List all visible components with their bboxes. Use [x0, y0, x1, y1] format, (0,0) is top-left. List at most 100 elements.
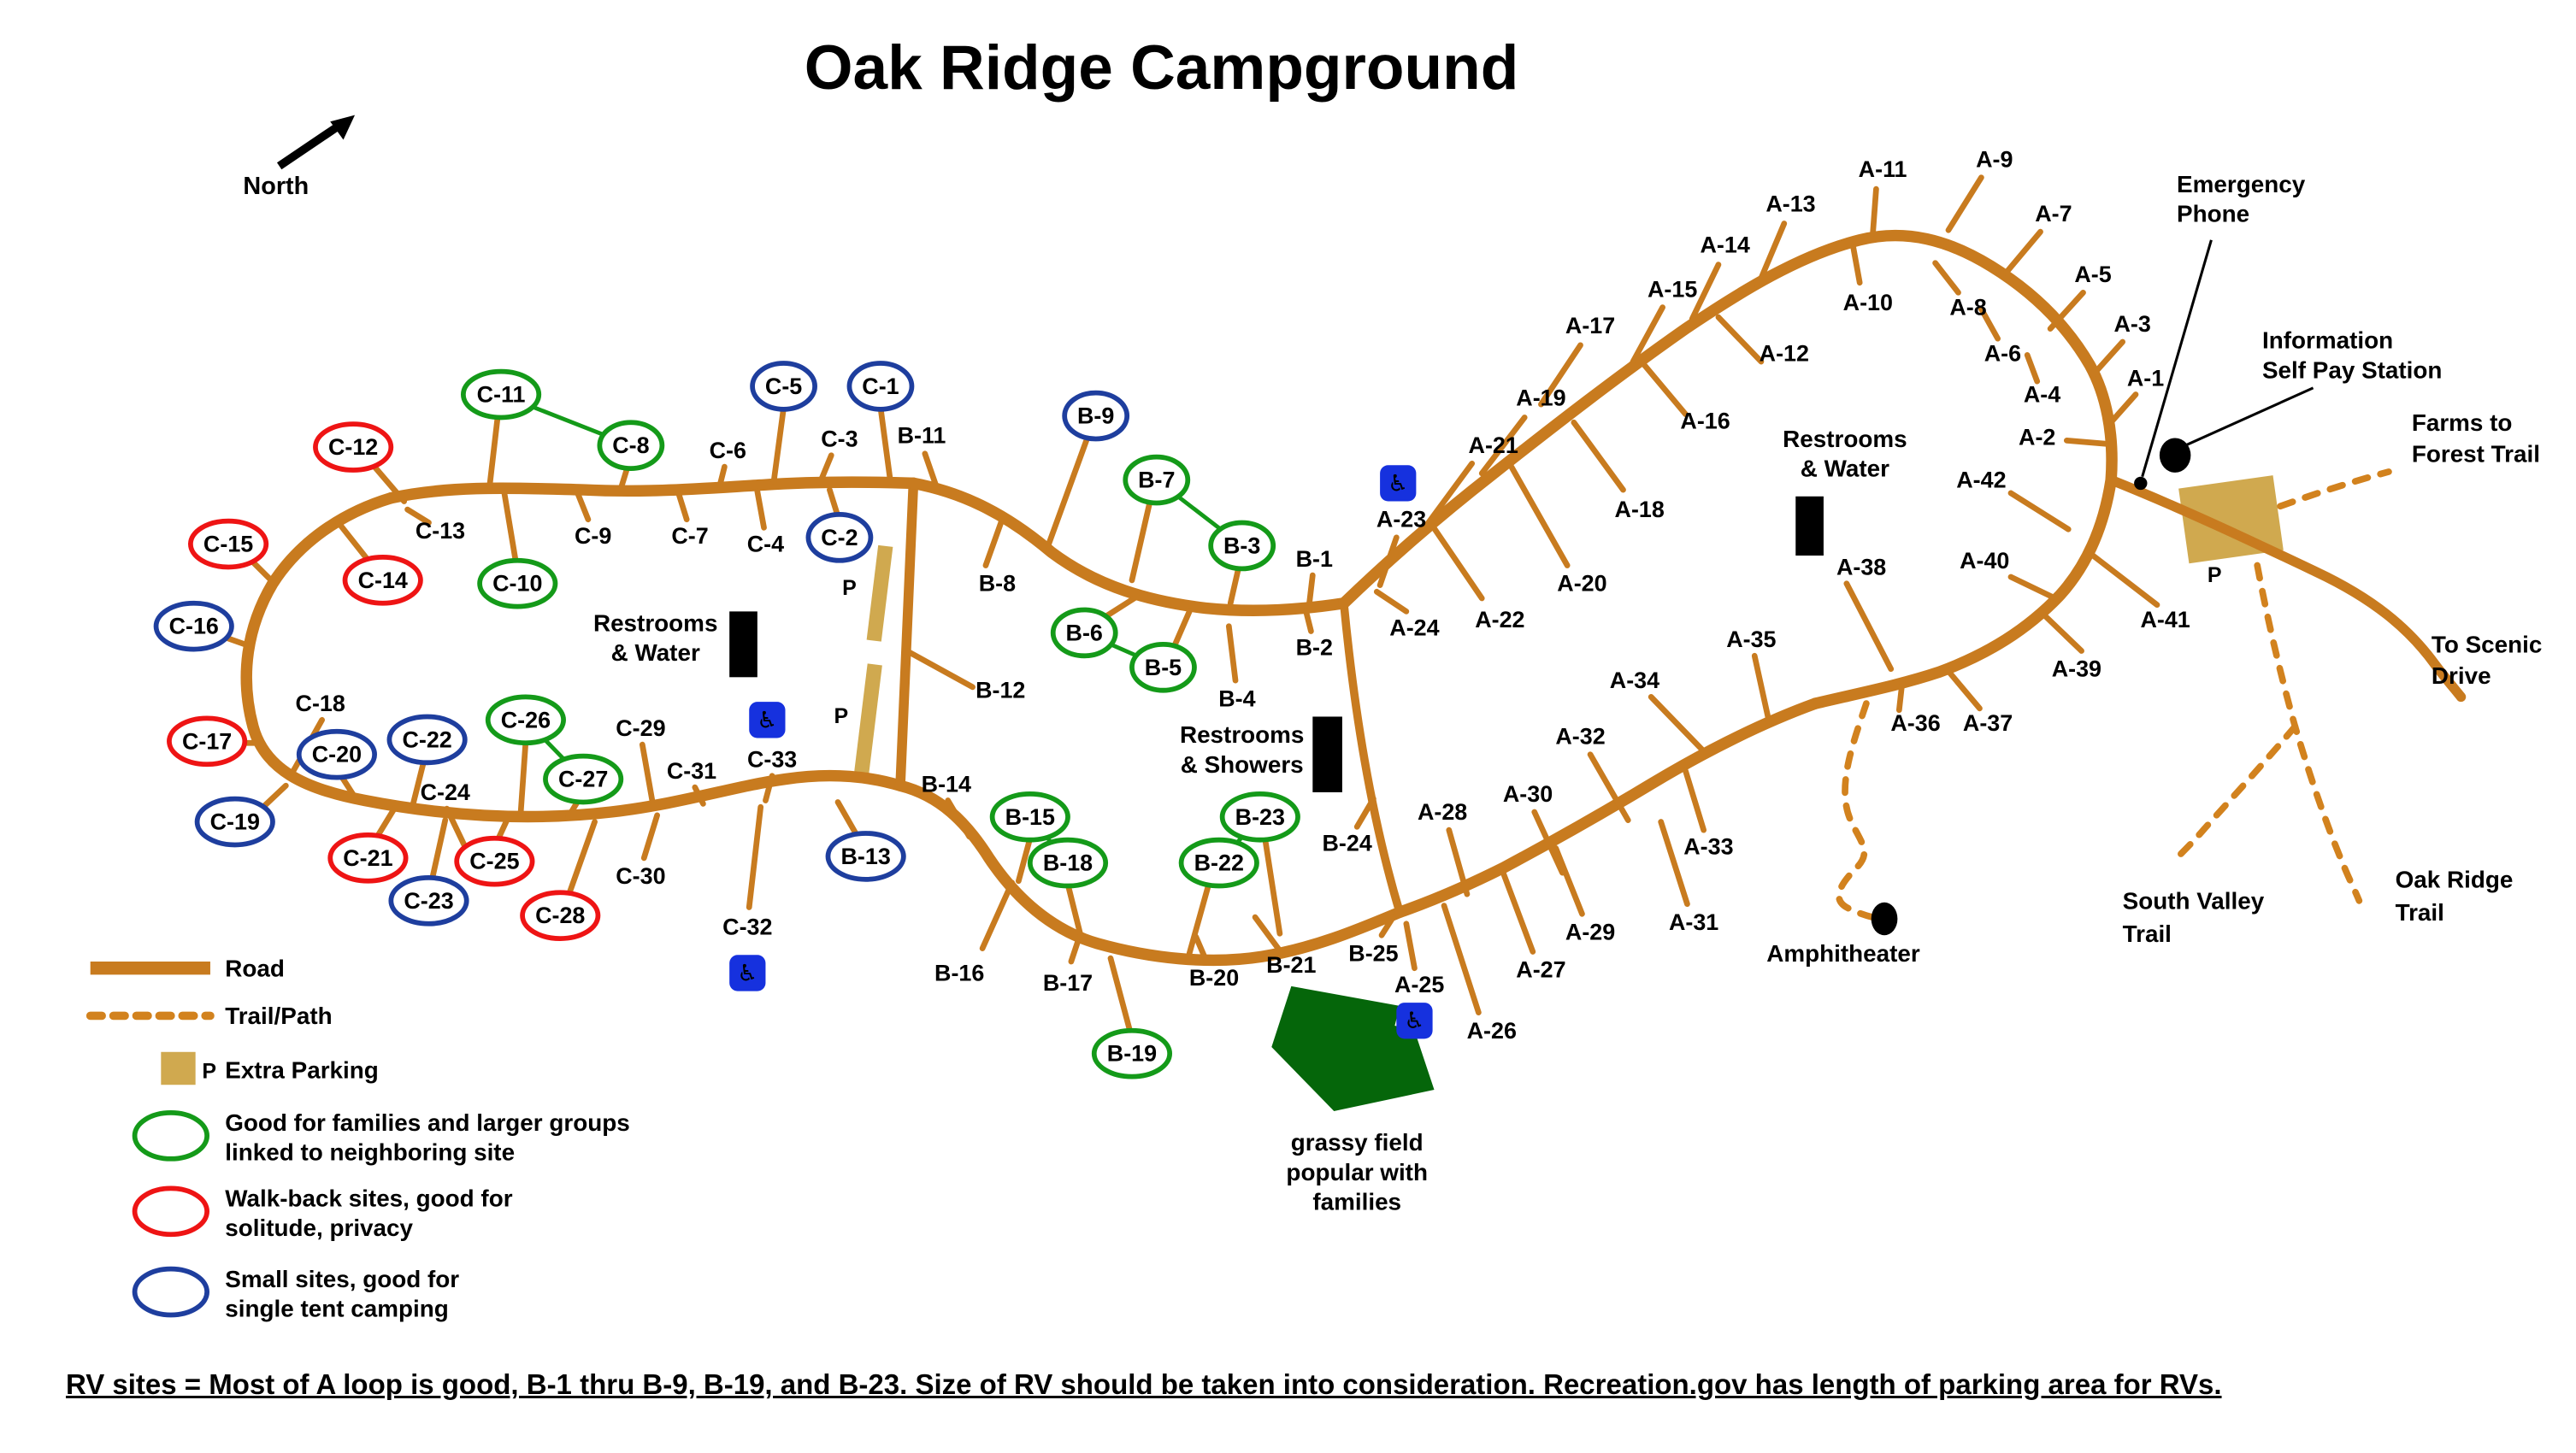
site-spur-C-3	[816, 452, 834, 486]
south-valley-trail	[2175, 723, 2299, 860]
north-indicator: North	[243, 115, 356, 200]
site-label-A-23: A-23	[1376, 507, 1426, 532]
c-loop-top	[385, 476, 920, 504]
site-ring-C-27	[543, 753, 624, 805]
site-ring-B-5	[1129, 641, 1197, 693]
site-spur-A-16	[1640, 360, 1689, 417]
site-spur-B-1	[1306, 572, 1316, 607]
site-label-B-8: B-8	[979, 571, 1016, 597]
site-label-A-37: A-37	[1963, 710, 2013, 736]
site-spur-A-41	[2090, 552, 2160, 609]
site-label-C-1: C-1	[862, 374, 899, 399]
legend-parking-label: Extra Parking	[225, 1057, 379, 1084]
legend: Road Trail/Path P Extra Parking Good for…	[85, 955, 630, 1321]
site-spur-B-20	[1193, 933, 1209, 963]
entrance-parking-p-label: P	[2208, 563, 2222, 587]
site-spur-A-6	[1978, 306, 2001, 342]
site-ring-C-5	[750, 361, 817, 412]
site-spur-C-7	[675, 490, 690, 523]
site-label-B-12: B-12	[976, 678, 1025, 703]
b-loop-top	[907, 477, 1350, 617]
site-label-C-7: C-7	[671, 523, 708, 549]
legend-red-line1: Walk-back sites, good for	[225, 1185, 512, 1212]
site-label-A-1: A-1	[2127, 365, 2164, 391]
site-spur-C-11	[486, 413, 501, 490]
site-ring-B-23	[1219, 791, 1300, 843]
site-label-C-19: C-19	[210, 809, 260, 835]
a-loop-left-arc	[1338, 229, 2118, 609]
amphitheater-path	[1836, 700, 1883, 922]
site-spur-C-13	[404, 506, 432, 526]
site-label-C-6: C-6	[710, 438, 746, 463]
a-loop-right-side	[1809, 474, 2117, 709]
site-spur-B-7	[1129, 498, 1153, 584]
legend-green-oval-icon	[132, 1110, 209, 1162]
site-label-A-40: A-40	[1960, 548, 2009, 574]
site-label-C-2: C-2	[821, 525, 858, 550]
site-label-B-23: B-23	[1235, 804, 1285, 830]
legend-green-line2: linked to neighboring site	[225, 1139, 515, 1166]
site-spur-A-9	[1945, 174, 1984, 233]
site-label-A-24: A-24	[1389, 615, 1439, 641]
site-spur-C-26	[517, 738, 529, 815]
site-label-A-10: A-10	[1843, 290, 1893, 315]
site-ring-B-15	[989, 791, 1070, 843]
site-spur-A-27	[1500, 869, 1536, 955]
site-label-C-3: C-3	[821, 426, 858, 451]
site-spur-A-8	[1932, 260, 1961, 296]
b-connector-road	[1340, 598, 1404, 917]
site-label-C-10: C-10	[492, 571, 542, 597]
site-spur-B-12	[904, 648, 976, 691]
label-oak-ridge: Oak Ridge	[2396, 866, 2514, 892]
label-grassy-field: grassy field	[1291, 1129, 1424, 1156]
site-label-A-29: A-29	[1565, 919, 1615, 944]
site-label-B-3: B-3	[1223, 532, 1260, 558]
site-label-C-5: C-5	[765, 374, 802, 399]
site-ring-B-18	[1027, 837, 1109, 889]
legend-red-line2: solitude, privacy	[225, 1215, 413, 1241]
site-label-C-20: C-20	[312, 742, 362, 768]
site-ring-C-11	[460, 368, 542, 421]
site-ring-C-1	[846, 361, 915, 412]
site-label-B-4: B-4	[1218, 685, 1255, 711]
c-parking-strip-1	[866, 544, 893, 642]
site-spur-C-32	[746, 803, 764, 910]
label-farms-trail: Forest Trail	[2412, 440, 2540, 467]
legend-trail-label: Trail/Path	[225, 1003, 332, 1029]
site-spur-C-29	[639, 741, 656, 803]
site-label-A-12: A-12	[1760, 340, 1809, 366]
legend-green-line1: Good for families and larger groups	[225, 1109, 630, 1136]
site-spur-C-23	[429, 817, 449, 883]
site-spur-B-14	[945, 797, 973, 840]
site-label-B-21: B-21	[1266, 952, 1316, 978]
site-spur-A-36	[1895, 677, 1906, 714]
site-ring-B-6	[1050, 607, 1118, 659]
site-spur-B-16	[979, 879, 1016, 951]
site-label-B-18: B-18	[1043, 850, 1093, 876]
site-ring-C-15	[188, 518, 269, 570]
site-label-C-17: C-17	[182, 728, 232, 754]
site-label-A-9: A-9	[1976, 147, 2013, 173]
site-label-A-13: A-13	[1765, 191, 1815, 216]
restroom-label-2: & Showers	[1181, 751, 1304, 778]
wheelchair-icon-c33-glyph: ♿	[757, 707, 777, 732]
site-label-B-11: B-11	[898, 423, 946, 449]
emergency-phone-line	[2141, 239, 2213, 478]
site-label-B-25: B-25	[1348, 940, 1398, 966]
site-spur-B-15	[1016, 835, 1034, 885]
legend-red-oval-icon	[132, 1185, 209, 1238]
site-label-C-23: C-23	[404, 888, 453, 914]
restroom-building-1	[729, 611, 757, 678]
site-label-B-13: B-13	[841, 844, 891, 869]
site-ring-B-9	[1062, 390, 1130, 442]
label-south-valley: South Valley	[2123, 887, 2265, 914]
b-loop-bottom	[894, 779, 1406, 967]
site-label-A-18: A-18	[1615, 497, 1665, 522]
site-spur-C-9	[575, 491, 592, 523]
legend-road-label: Road	[225, 955, 285, 981]
site-label-C-14: C-14	[358, 568, 408, 593]
site-ring-C-19	[194, 796, 275, 848]
site-ring-C-17	[167, 715, 248, 768]
restroom-label-1: Restrooms	[593, 609, 717, 636]
